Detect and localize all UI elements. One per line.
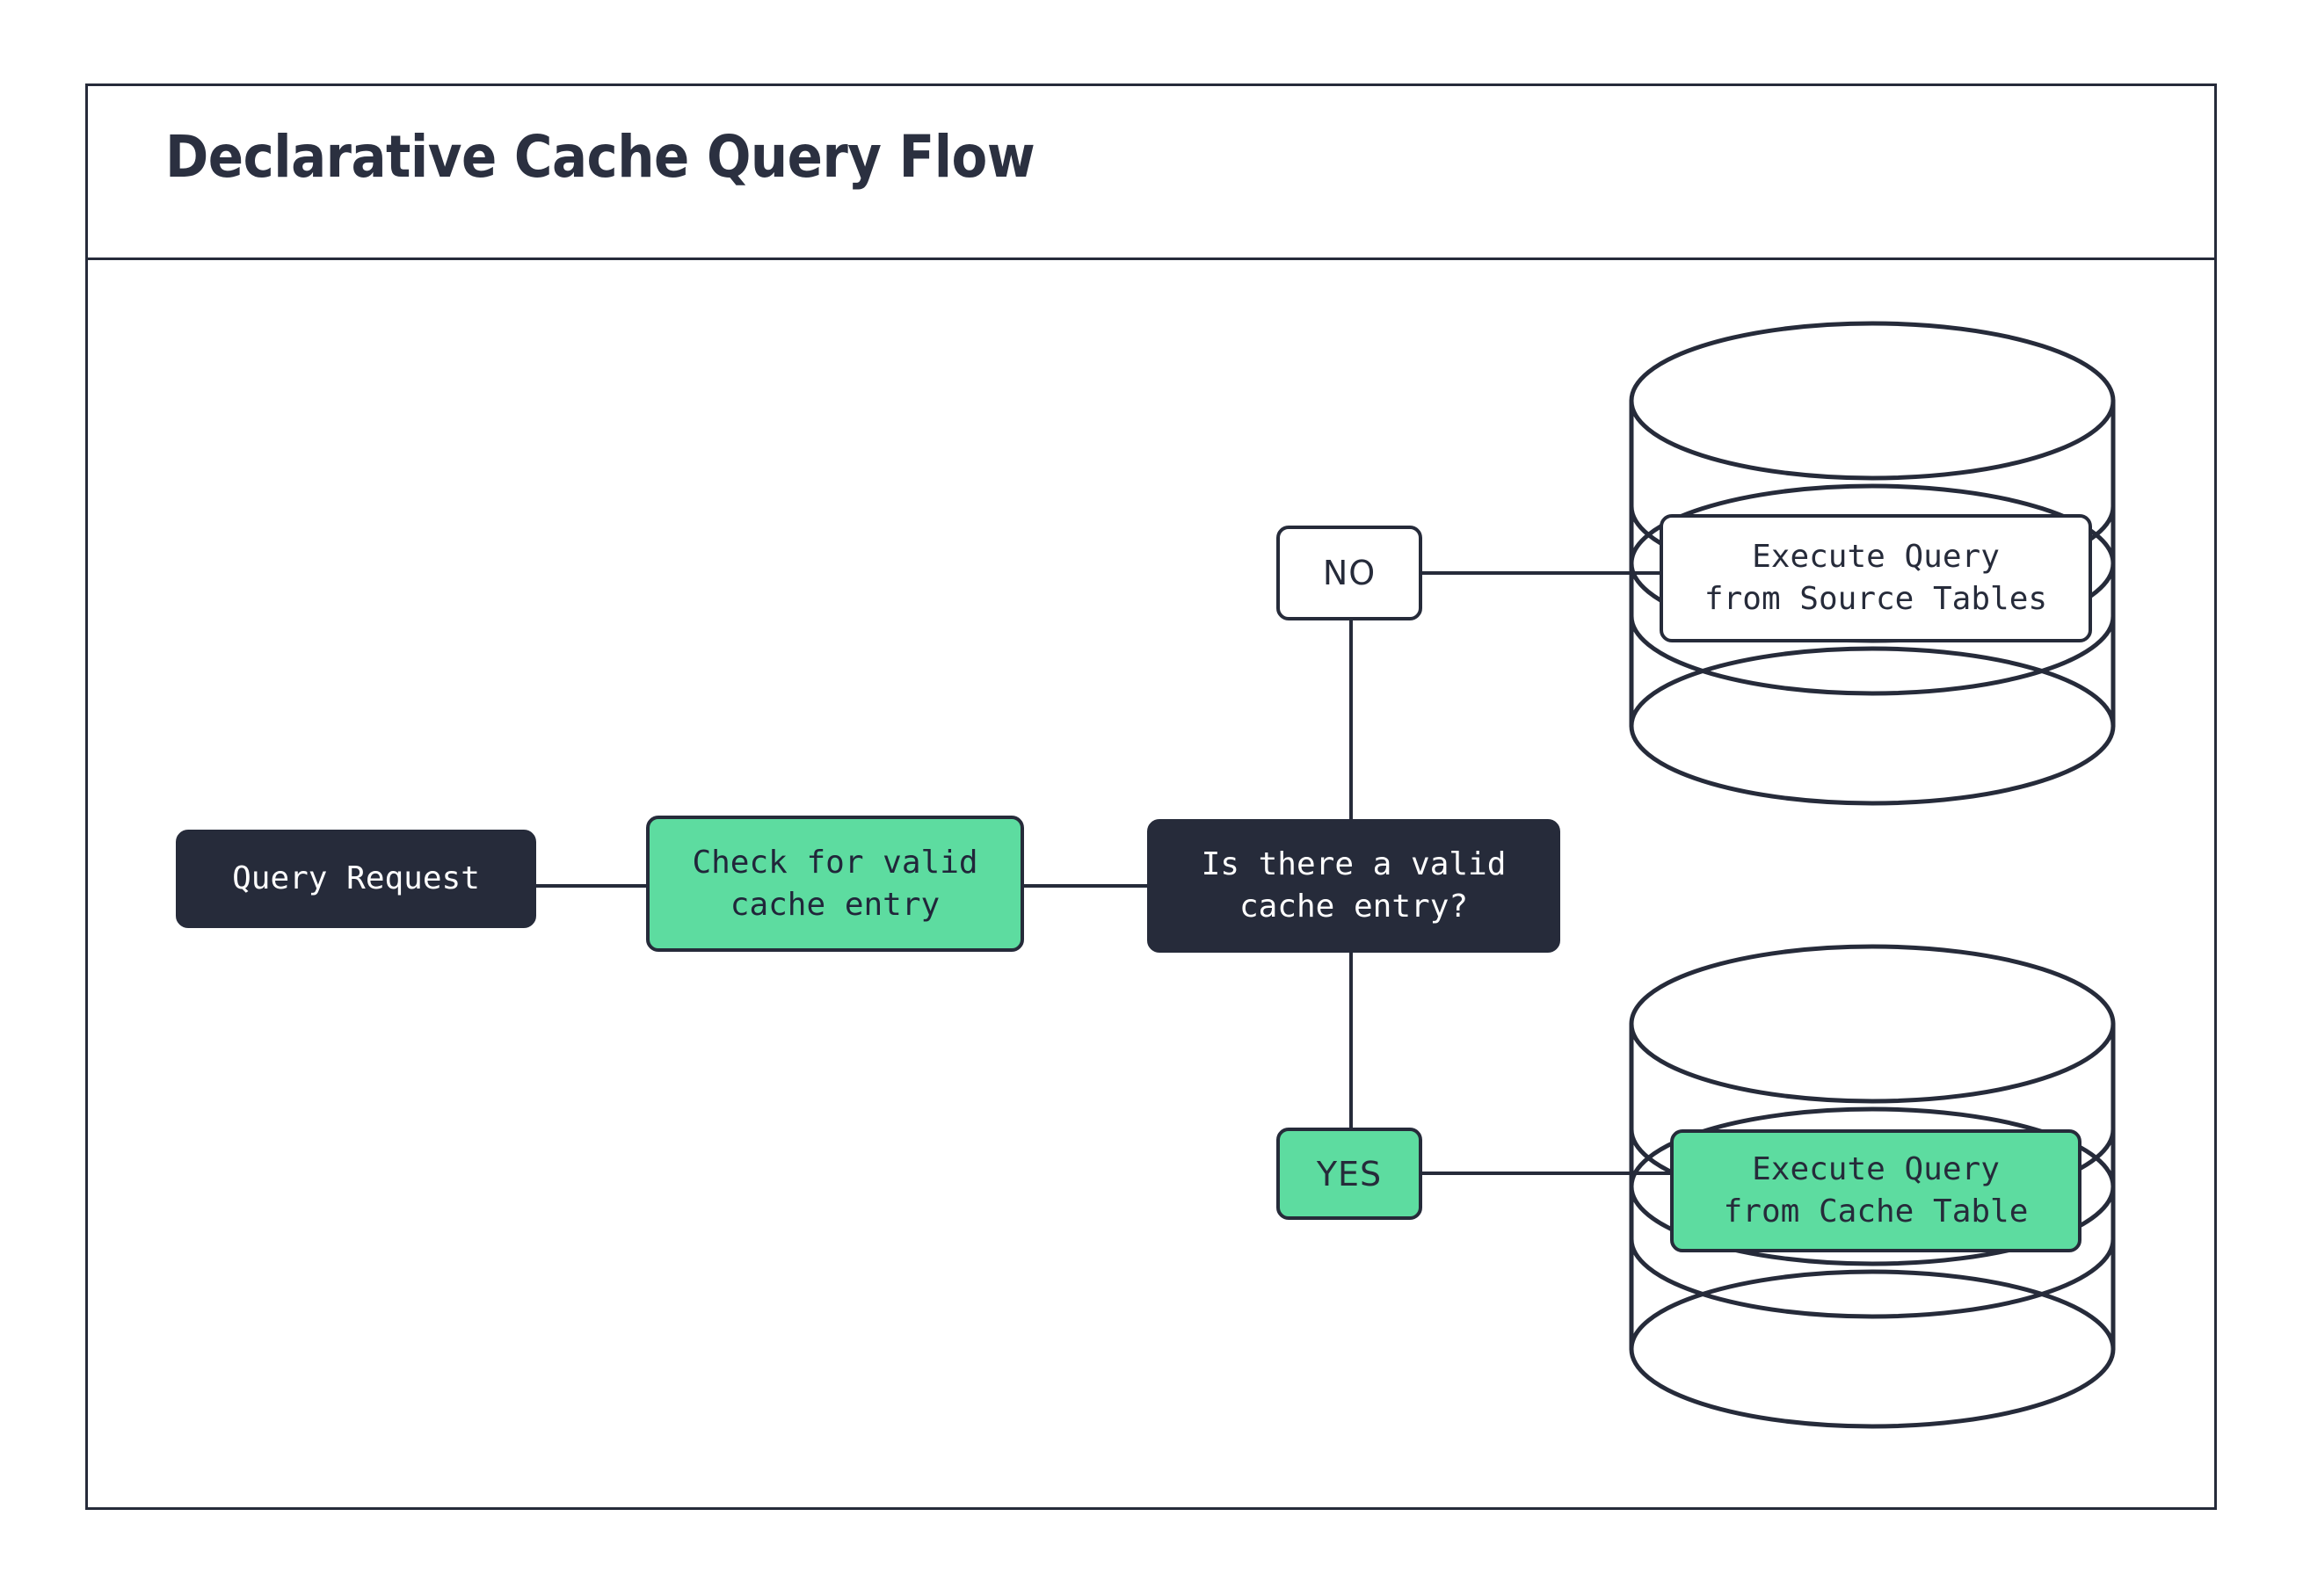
connector-decision-to-no <box>1349 615 1353 823</box>
connector-request-to-check <box>534 884 648 888</box>
title-divider <box>85 258 2217 260</box>
diagram-frame <box>85 83 2217 1510</box>
node-check-for-valid-cache-entry[interactable]: Check for valid cache entry <box>646 816 1024 952</box>
node-execute-query-from-source-tables[interactable]: Execute Query from Source Tables <box>1660 514 2092 642</box>
branch-label-no[interactable]: NO <box>1276 526 1422 620</box>
node-decision-valid-cache-entry[interactable]: Is there a valid cache entry? <box>1147 819 1560 953</box>
connector-decision-to-yes <box>1349 949 1353 1130</box>
branch-label-yes[interactable]: YES <box>1276 1128 1422 1220</box>
node-query-request[interactable]: Query Request <box>176 830 536 928</box>
node-execute-query-from-cache-table[interactable]: Execute Query from Cache Table <box>1670 1129 2081 1252</box>
connector-check-to-decision <box>1021 884 1150 888</box>
page-title: Declarative Cache Query Flow <box>165 123 1035 191</box>
